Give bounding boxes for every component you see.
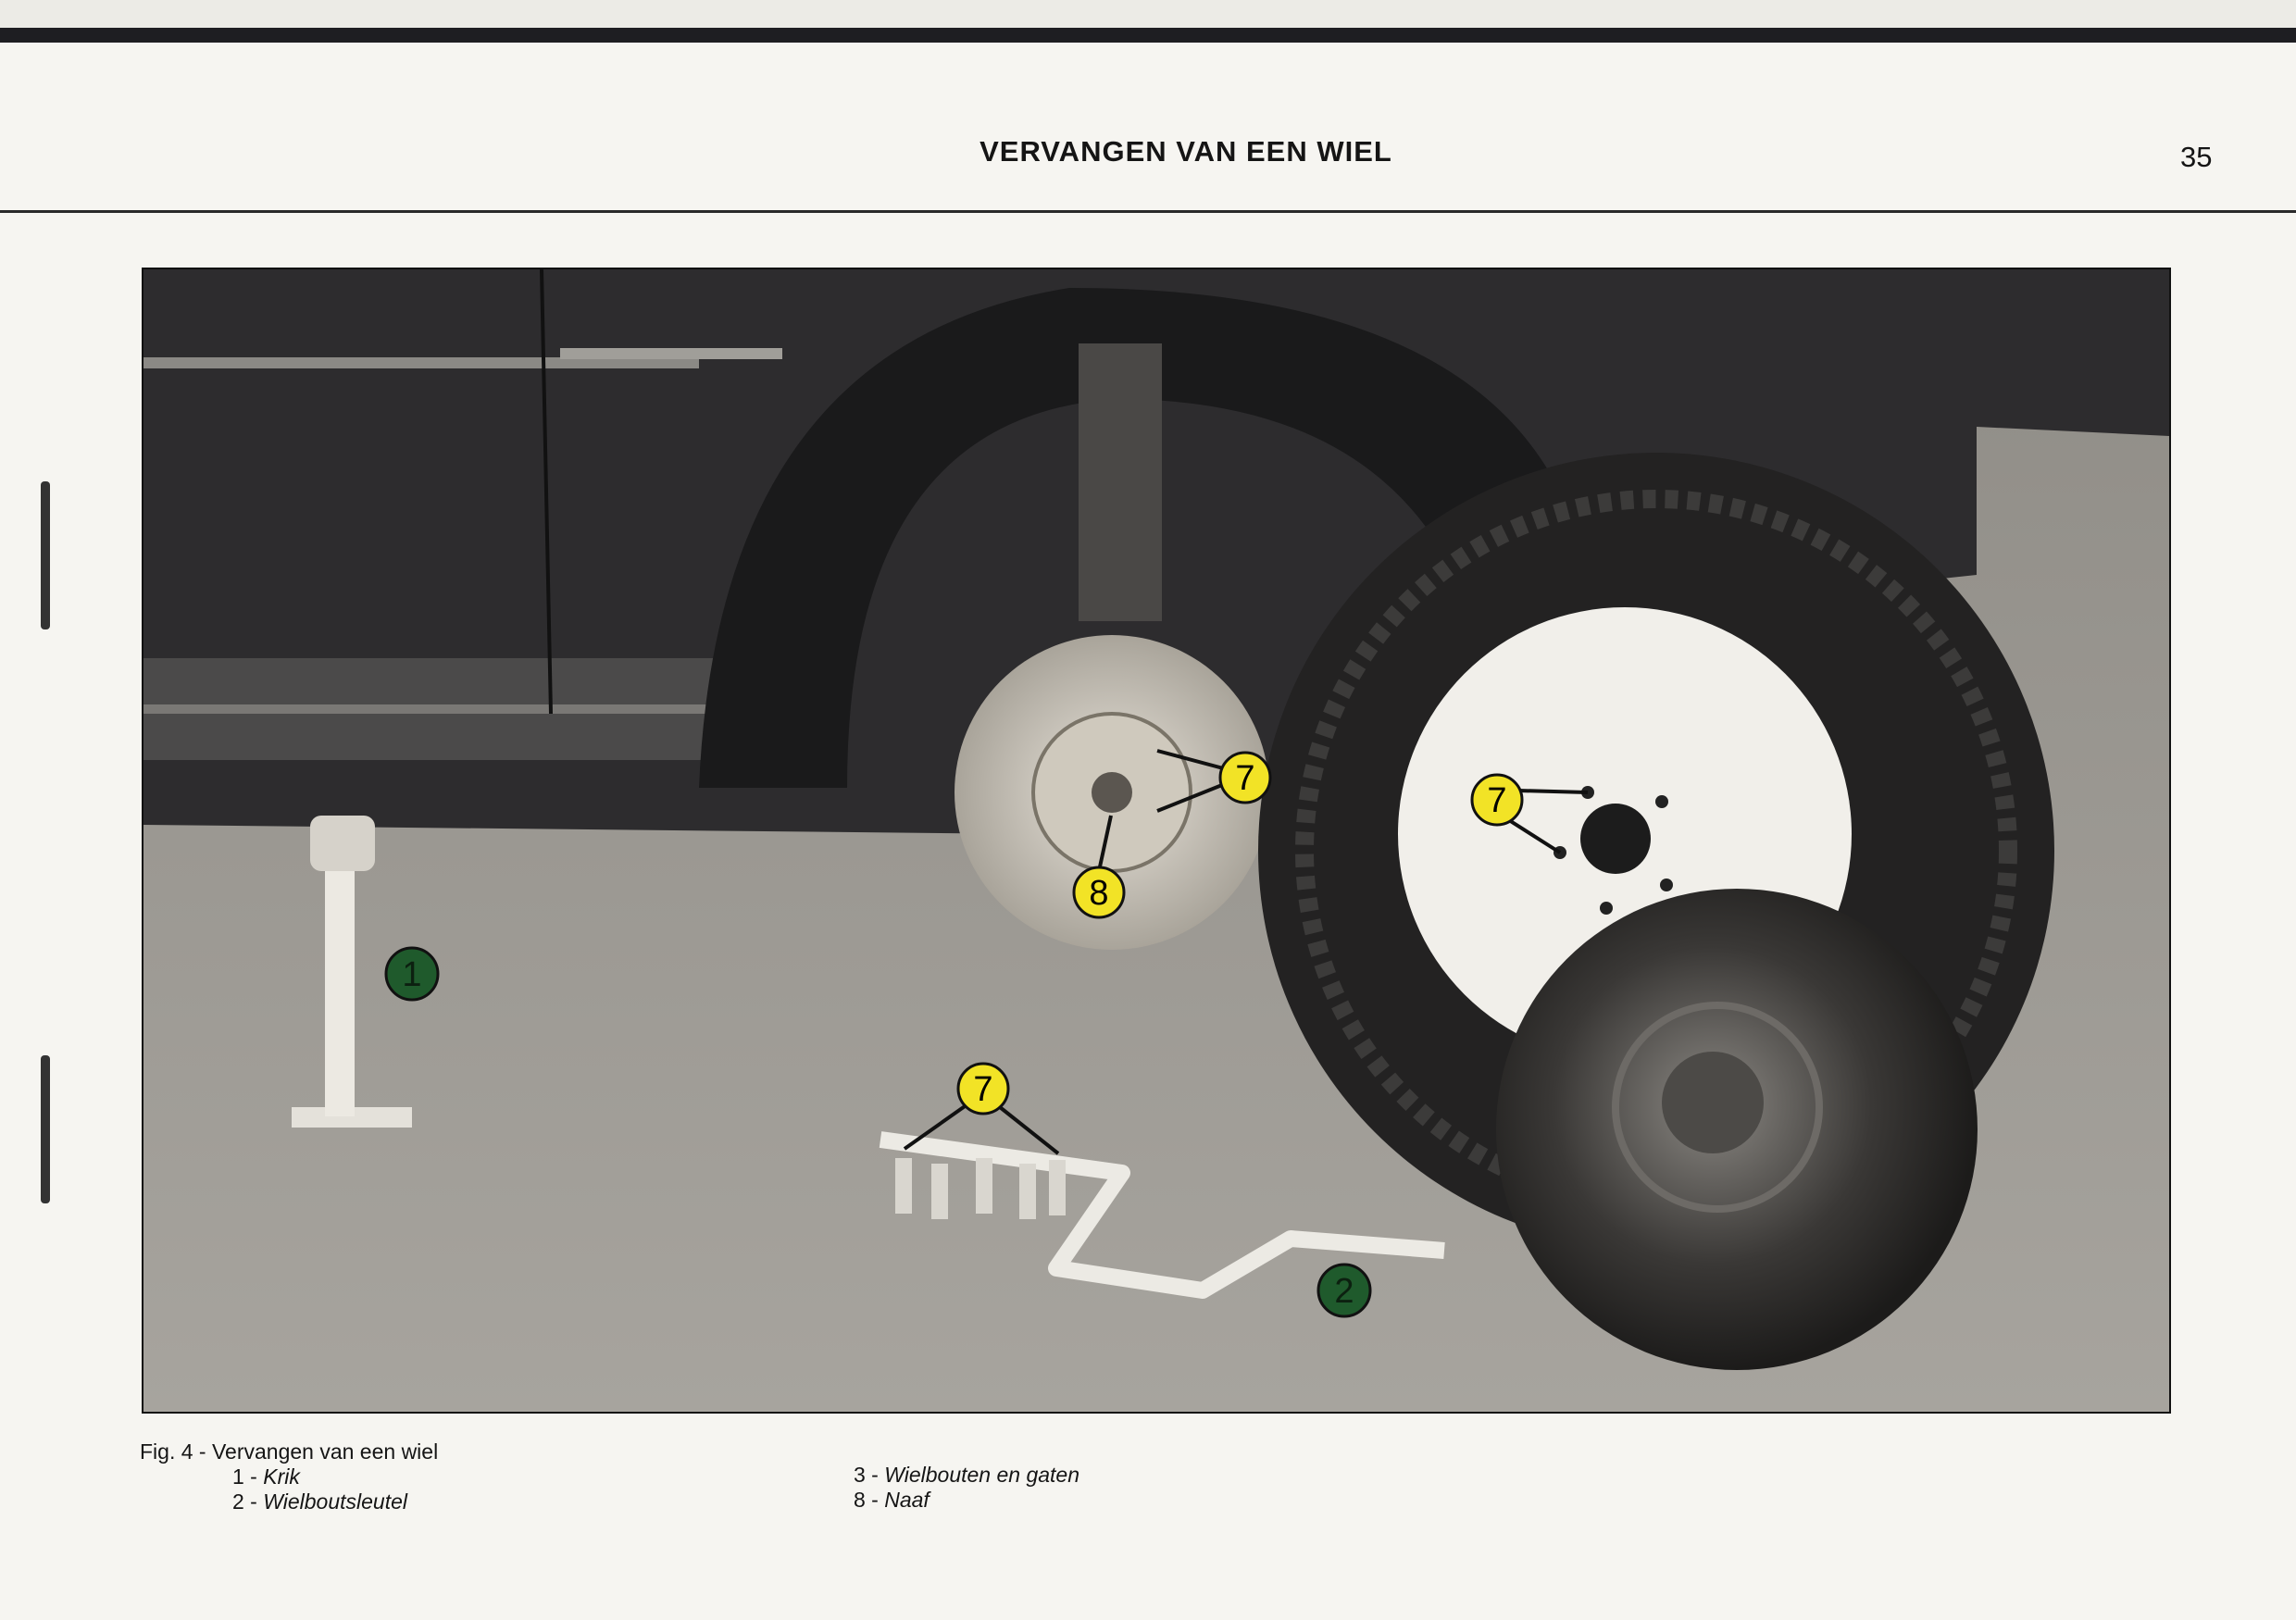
jack <box>292 816 412 1128</box>
caption-item: 8 - Naaf <box>854 1488 1079 1513</box>
callout-7-disc: 7 <box>1218 751 1272 804</box>
tire-tread <box>1295 490 2017 1212</box>
callout-1-jack: 1 <box>384 946 440 1002</box>
svg-text:1: 1 <box>402 955 421 994</box>
caption-item: 2 - Wielboutsleutel <box>140 1489 438 1514</box>
svg-text:7: 7 <box>973 1070 992 1109</box>
caption-item-label: Krik <box>263 1464 300 1489</box>
caption-item-label: Wielbouten en gaten <box>884 1463 1080 1487</box>
loose-bolts <box>895 1158 1066 1219</box>
hubcap-ring <box>1612 1002 1823 1213</box>
page-number: 35 <box>2180 141 2213 173</box>
side-trim <box>560 348 782 359</box>
hub-center <box>1092 772 1132 813</box>
callout-8-hub: 8 <box>1072 866 1126 919</box>
page-top-margin <box>0 0 2296 28</box>
suspension-strut <box>1079 343 1162 621</box>
wheel-center-hole <box>1580 804 1651 874</box>
side-trim <box>144 357 699 368</box>
page-title: VERVANGEN VAN EEN WIEL <box>980 135 1392 168</box>
svg-text:7: 7 <box>1487 781 1506 820</box>
caption-title: Fig. 4 - Vervangen van een wiel <box>140 1439 439 1464</box>
bolt-hole <box>1655 795 1668 808</box>
binding-mark <box>41 481 50 629</box>
wheel-wrench <box>879 1131 1445 1299</box>
callout-2-wrench: 2 <box>1316 1263 1372 1318</box>
wheel-change-illustration: 7 8 7 7 1 2 <box>144 269 2169 1412</box>
caption-item: 3 - Wielbouten en gaten <box>854 1463 1079 1488</box>
caption-item-number: 1 - <box>232 1464 257 1489</box>
svg-text:7: 7 <box>1235 759 1254 798</box>
caption-item: 1 - Krik <box>140 1464 438 1489</box>
header-rule <box>0 210 2296 213</box>
wheel-arch <box>699 288 1560 788</box>
svg-text:8: 8 <box>1089 874 1108 913</box>
page-top-edge <box>0 28 2296 43</box>
caption-item-number: 8 - <box>854 1488 879 1512</box>
bolt-hole <box>1600 902 1613 915</box>
callout-7-wheel: 7 <box>1470 773 1524 827</box>
figure-photo: 7 8 7 7 1 2 <box>142 268 2171 1414</box>
svg-text:2: 2 <box>1334 1272 1354 1311</box>
figure-caption: Fig. 4 - Vervangen van een wiel 1 - Krik… <box>140 1439 438 1514</box>
caption-item-label: Naaf <box>884 1488 930 1512</box>
door-seam <box>540 269 553 715</box>
caption-item-number: 2 - <box>232 1489 257 1514</box>
bolt-hole <box>1660 879 1673 891</box>
figure-caption-column-2: 3 - Wielbouten en gaten 8 - Naaf <box>854 1463 1079 1513</box>
caption-item-label: Wielboutsleutel <box>263 1489 408 1514</box>
hubcap-center <box>1662 1052 1764 1153</box>
binding-mark <box>41 1055 50 1203</box>
sill-trim <box>144 704 718 714</box>
caption-item-number: 3 - <box>854 1463 879 1487</box>
callout-7-bolts: 7 <box>956 1062 1010 1115</box>
